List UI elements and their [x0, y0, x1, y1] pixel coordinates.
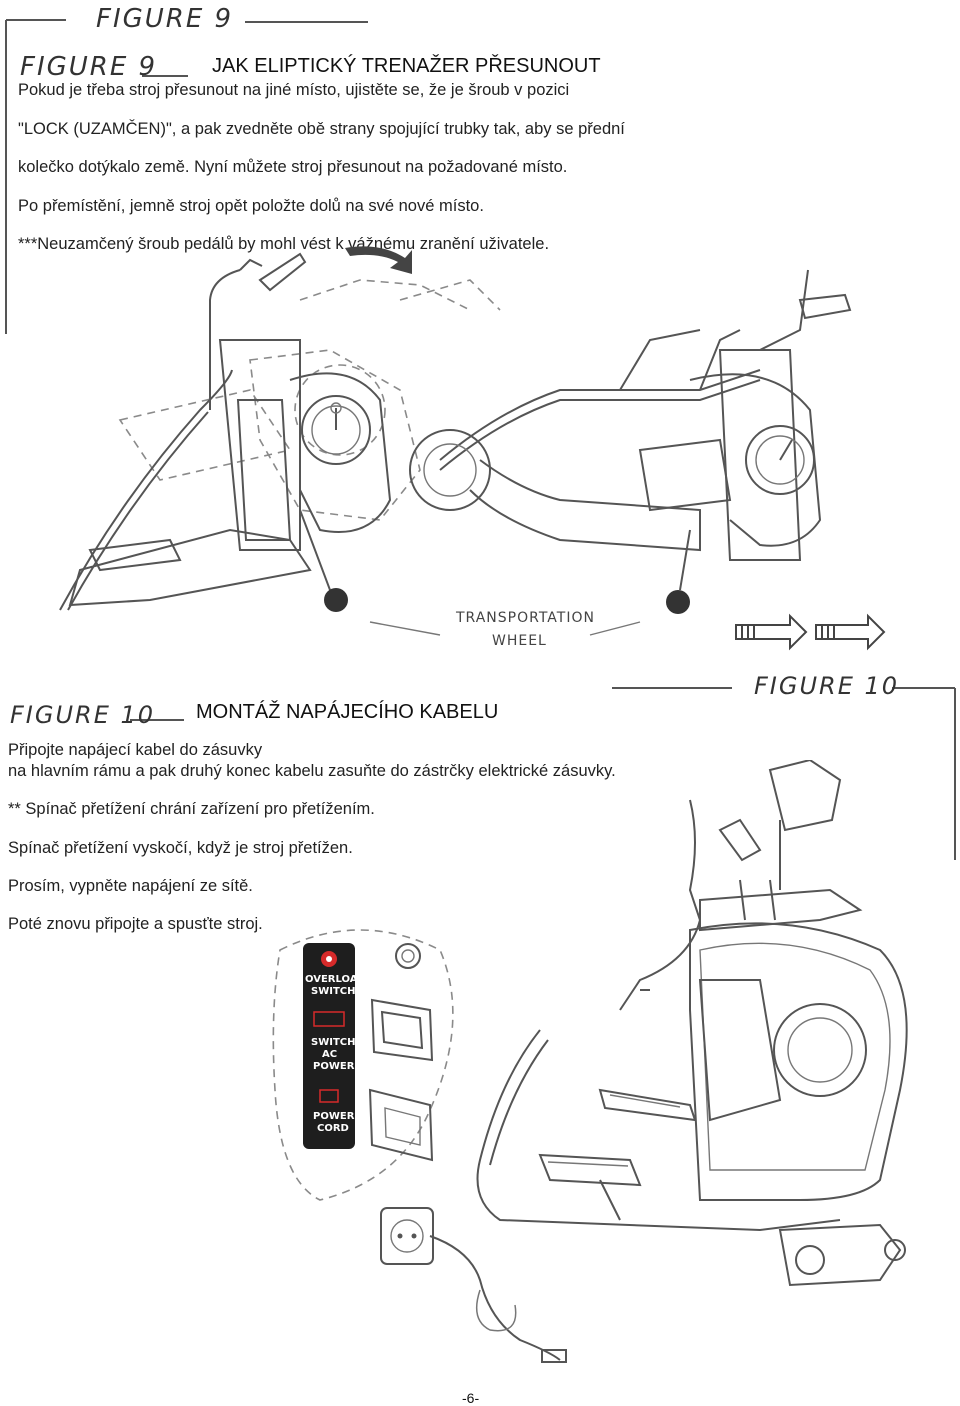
rocker-switch-icon — [370, 998, 434, 1062]
direction-arrow-icon — [735, 613, 808, 651]
figure9-top-label: FIGURE 9 — [96, 4, 234, 34]
figure9-text-line: "LOCK (UZAMČEN)", a pak zvedněte obě str… — [18, 120, 625, 138]
figure10-label-right: FIGURE 10 — [754, 672, 900, 700]
figure9-title: JAK ELIPTICKÝ TRENAŽER PŘESUNOUT — [212, 55, 601, 77]
overload-switch-label: SWITCH — [311, 986, 355, 997]
figure9-text-line: kolečko dotýkalo země. Nyní můžete stroj… — [18, 158, 568, 176]
rotation-arrow-icon — [345, 246, 412, 274]
figure9-frame-lines — [5, 19, 368, 334]
power-cord-label: POWER — [313, 1111, 355, 1122]
overload-switch-knob-icon — [395, 943, 421, 969]
elliptical-transport-illustration: TRANSPORTATION WHEEL — [59, 246, 886, 651]
power-cord-cable — [429, 1235, 561, 1361]
figure9-text-line: Po přemístění, jemně stroj opět položte … — [18, 197, 484, 215]
power-plug-icon — [541, 1349, 567, 1363]
transportation-wheel-label-line1: TRANSPORTATION — [455, 610, 595, 626]
overload-switch-label: OVERLOAD — [305, 974, 366, 985]
figure9-warning-line: ***Neuzamčený šroub pedálů by mohl vést … — [18, 235, 550, 253]
figure10-title: MONTÁŽ NAPÁJECÍHO KABELU — [196, 701, 499, 723]
page-number: -6- — [462, 1390, 480, 1406]
power-inlet-icon — [368, 1088, 434, 1162]
ac-power-switch-label: POWER — [313, 1061, 355, 1072]
machine-right-upright — [409, 269, 852, 614]
ac-power-switch-icon — [313, 1011, 345, 1027]
machine-left-tilted — [59, 252, 392, 612]
figure10-frame-lines — [130, 687, 956, 860]
wall-outlet-icon — [380, 1207, 434, 1265]
figure10-text-line: ** Spínač přetížení chrání zařízení pro … — [8, 800, 375, 818]
ghost-machine-outline — [118, 279, 501, 521]
direction-arrow-icon — [815, 613, 886, 651]
power-control-panel — [303, 943, 355, 1149]
figure10-label: FIGURE 10 — [10, 701, 156, 729]
figure10-text-line: na hlavním rámu a pak druhý konec kabelu… — [8, 762, 616, 780]
figure10-text-line: Poté znovu připojte a spusťte stroj. — [8, 915, 263, 933]
ac-power-switch-label: AC — [322, 1049, 337, 1060]
machine-side-view — [476, 760, 908, 1287]
figure10-text-line: Připojte napájecí kabel do zásuvky — [8, 741, 263, 759]
figure10-text-line: Prosím, vypněte napájení ze sítě. — [8, 877, 253, 895]
figure9-label: FIGURE 9 — [20, 52, 158, 82]
power-cord-label: CORD — [317, 1123, 349, 1134]
power-cord-illustration: OVERLOAD SWITCH SWITCH AC POWER POWER CO… — [272, 760, 908, 1363]
transportation-wheel-label-line2: WHEEL — [492, 633, 547, 649]
power-cord-socket-icon — [319, 1089, 339, 1103]
ac-power-switch-label: SWITCH — [311, 1037, 355, 1048]
figure10-text-line: Spínač přetížení vyskočí, když je stroj … — [8, 839, 353, 857]
figure9-text-line: Pokud je třeba stroj přesunout na jiné m… — [18, 81, 570, 99]
